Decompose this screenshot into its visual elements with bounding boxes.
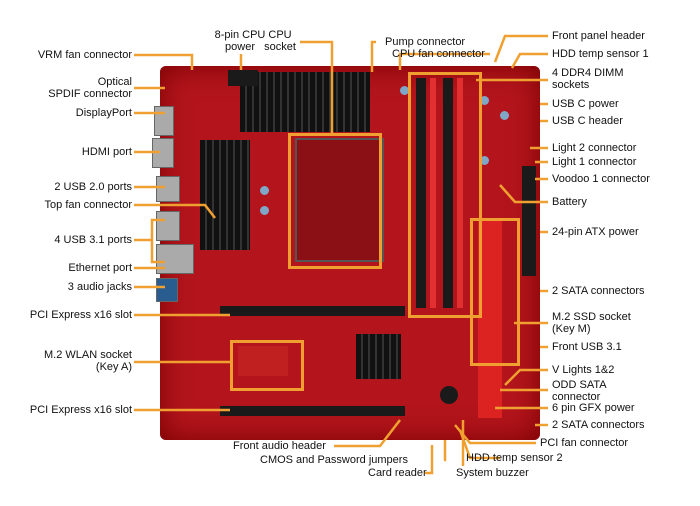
label-cpu: CPU xyxy=(268,29,292,41)
label-usbc-power: USB C power xyxy=(552,98,619,110)
label-battery: Battery xyxy=(552,196,587,208)
label-usbc-header: USB C header xyxy=(552,115,623,127)
chipset-heatsink xyxy=(356,334,401,379)
label-connector: connector xyxy=(552,391,601,403)
pcie-slot-1 xyxy=(220,306,405,316)
label-front-panel-header: Front panel header xyxy=(552,30,645,42)
capacitor xyxy=(480,96,489,105)
system-buzzer xyxy=(440,386,458,404)
label-cmos-jumpers: CMOS and Password jumpers xyxy=(260,454,408,466)
label-front-audio-header: Front audio header xyxy=(233,440,326,452)
m2-wlan-socket xyxy=(238,346,288,376)
m2-ssd-callout xyxy=(470,218,520,366)
usb2-ports xyxy=(156,176,180,202)
label-ethernet-port: Ethernet port xyxy=(68,262,132,274)
dimm-slot xyxy=(430,78,436,308)
label-light2: Light 2 connector xyxy=(552,142,637,154)
label-sata-2: 2 SATA connectors xyxy=(552,419,645,431)
motherboard xyxy=(152,66,540,440)
label-usb31-ports: 4 USB 3.1 ports xyxy=(54,234,132,246)
label-vrm-fan-connector: VRM fan connector xyxy=(37,49,132,61)
cpu-socket xyxy=(295,138,384,262)
capacitor xyxy=(260,206,269,215)
label-system-buzzer: System buzzer xyxy=(456,467,529,479)
label-optical: Optical xyxy=(97,76,132,88)
capacitor xyxy=(500,111,509,120)
label-sockets: sockets xyxy=(552,79,590,91)
m2-ssd-socket xyxy=(478,218,502,418)
label-spdif-connector: SPDIF connector xyxy=(48,88,132,100)
audio-jacks xyxy=(156,278,178,302)
capacitor xyxy=(480,156,489,165)
label-displayport: DisplayPort xyxy=(75,107,132,119)
label-m2-wlan: M.2 WLAN socket xyxy=(43,349,132,361)
vrm-heatsink-top xyxy=(240,72,370,132)
label-power: power xyxy=(225,41,255,53)
dimm-slot xyxy=(416,78,426,308)
label-card-reader: Card reader xyxy=(368,467,427,479)
label-hdd-temp-2: HDD temp sensor 2 xyxy=(466,452,563,464)
pcie-slot-2 xyxy=(220,406,405,416)
label-odd-sata: ODD SATA xyxy=(552,379,607,391)
label-key-m: (Key M) xyxy=(552,323,591,335)
atx-power-connector xyxy=(522,166,536,276)
label-gfx-power: 6 pin GFX power xyxy=(552,402,635,414)
usb31-ports xyxy=(156,211,180,241)
capacitor xyxy=(260,186,269,195)
label-atx-power: 24-pin ATX power xyxy=(552,226,639,238)
label-hdd-temp-1: HDD temp sensor 1 xyxy=(552,48,649,60)
label-pcie-slot-2: PCI Express x16 slot xyxy=(29,404,132,416)
label-8pin-cpu: 8-pin CPU xyxy=(214,29,266,41)
dimm-callout xyxy=(408,72,482,318)
label-key-a: (Key A) xyxy=(95,361,132,373)
dimm-slot xyxy=(457,78,463,308)
label-usb2-ports: 2 USB 2.0 ports xyxy=(54,181,132,193)
cpu-socket-callout xyxy=(288,133,382,269)
label-hdmi-port: HDMI port xyxy=(81,146,132,158)
label-front-usb31: Front USB 3.1 xyxy=(552,341,622,353)
label-voodoo1: Voodoo 1 connector xyxy=(552,173,650,185)
label-m2-ssd: M.2 SSD socket xyxy=(552,311,631,323)
label-v-lights: V Lights 1&2 xyxy=(552,364,615,376)
label-pci-fan: PCI fan connector xyxy=(540,437,629,449)
vrm-heatsink-left xyxy=(200,140,250,250)
label-sata-1: 2 SATA connectors xyxy=(552,285,645,297)
label-top-fan-connector: Top fan connector xyxy=(44,199,132,211)
capacitor xyxy=(400,86,409,95)
label-cpu-fan-connector: CPU fan connector xyxy=(392,48,485,60)
label-pcie-slot-1: PCI Express x16 slot xyxy=(29,309,132,321)
m2-wlan-callout xyxy=(230,340,304,391)
dimm-slot xyxy=(443,78,453,308)
label-socket: socket xyxy=(264,41,296,53)
label-pump-connector: Pump connector xyxy=(385,36,466,48)
label-light1: Light 1 connector xyxy=(552,156,637,168)
label-ddr4: 4 DDR4 DIMM xyxy=(552,67,624,79)
cpu-power-connector xyxy=(228,70,258,86)
label-audio-jacks: 3 audio jacks xyxy=(67,281,132,293)
